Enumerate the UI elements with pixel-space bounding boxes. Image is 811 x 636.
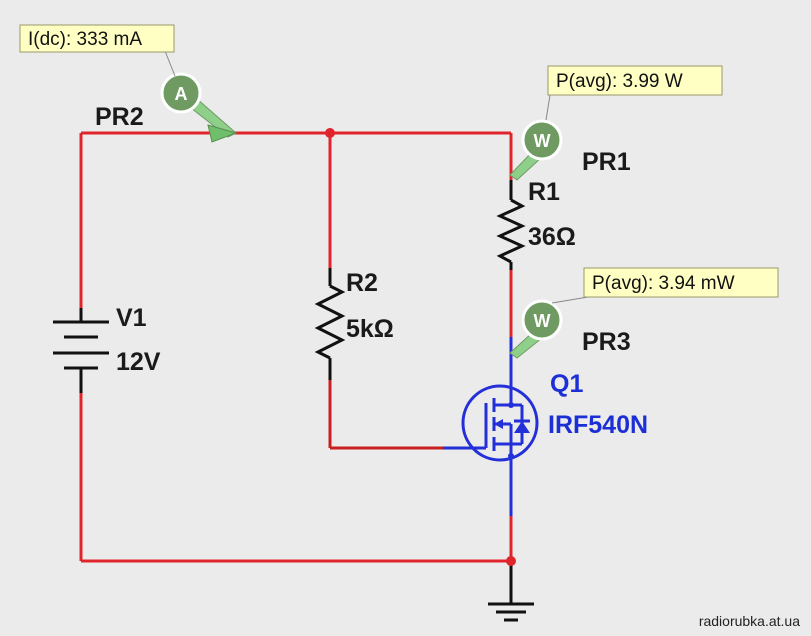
pr3-name-label: PR3 (582, 328, 631, 356)
svg-text:W: W (534, 311, 551, 331)
r2-value-label: 5kΩ (346, 315, 394, 343)
v1-value-label: 12V (116, 348, 161, 376)
pr2-tag-leader (164, 50, 176, 77)
junction-dot-top (325, 128, 335, 138)
ground-icon (488, 602, 534, 622)
wires-black (328, 380, 443, 450)
wattmeter-probe-icon[interactable]: W (509, 299, 563, 359)
ammeter-probe-icon[interactable]: A (160, 72, 238, 143)
q1-ref-label: Q1 (550, 370, 583, 398)
pr2-reading: I(dc): 333 mA (28, 29, 142, 50)
junction-dot-bottom (506, 556, 516, 566)
wires-red (79, 131, 513, 563)
diode-triangle-icon (514, 421, 530, 433)
mosfet-dot-source (508, 453, 514, 459)
pr1-reading: P(avg): 3.99 W (556, 71, 683, 92)
watermark: radiorubka.at.ua (699, 613, 800, 629)
pr2-name-label: PR2 (95, 103, 144, 131)
pr3-reading: P(avg): 3.94 mW (592, 273, 735, 294)
svg-text:A: A (175, 84, 188, 104)
v1-ref-label: V1 (116, 304, 147, 332)
resistor-icon[interactable] (496, 180, 526, 270)
q1-value-label: IRF540N (548, 411, 648, 439)
r2-ref-label: R2 (346, 269, 378, 297)
pr3-tag-leader (551, 296, 589, 304)
mosfet-dot-drain (508, 402, 514, 408)
pr1-tag-leader (545, 94, 551, 121)
resistor-icon[interactable] (314, 268, 346, 380)
r1-ref-label: R1 (528, 178, 560, 206)
battery-icon[interactable] (53, 308, 109, 393)
wattmeter-probe-icon[interactable]: W (509, 119, 563, 181)
pr2-reading-tag[interactable] (19, 24, 175, 53)
pr3-reading-tag[interactable] (583, 267, 779, 298)
mosfet-arrow-icon (494, 419, 503, 429)
svg-text:W: W (534, 131, 551, 151)
pr1-reading-tag[interactable] (547, 65, 723, 96)
pr1-name-label: PR1 (582, 148, 631, 176)
r1-value-label: 36Ω (528, 223, 576, 251)
